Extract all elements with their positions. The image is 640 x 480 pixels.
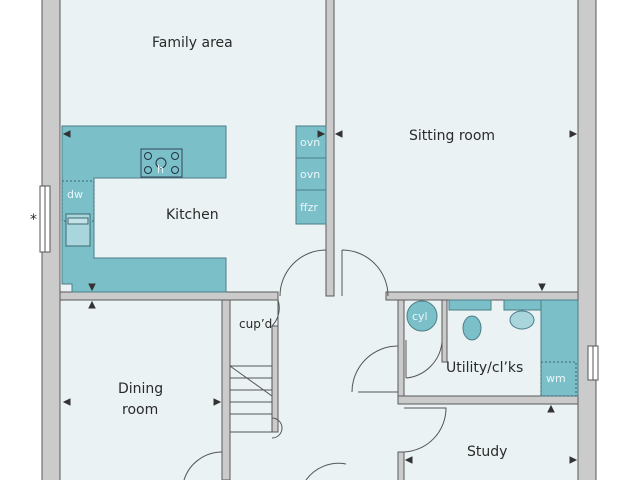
basin-counter [503,299,543,311]
door-dining [183,451,223,480]
fridge-freezer-label: ffzr [300,201,318,214]
wall-dining-right [221,299,231,480]
wall-utility-bottom [397,395,579,405]
door-utility [351,345,399,393]
wall-sitting-bottom [385,291,579,301]
oven-2 [295,157,327,191]
room-label-kitchen: Kitchen [166,207,219,223]
oven-1 [295,125,327,159]
wall-utility-left [397,299,405,401]
oven-2-label: ovn [300,168,320,181]
washing-machine-label: wm [546,372,566,385]
wall-study-left [397,451,405,480]
room-label-dining-line1: Dining [118,381,163,397]
door-kitchen [279,249,327,297]
room-label-dining-line2: room [122,402,158,418]
hob [140,148,183,178]
room-label-sitting-room: Sitting room [409,128,495,144]
cylinder [406,300,438,332]
door-sitting [341,249,389,297]
kitchen-counter [61,125,227,293]
toilet [462,315,482,341]
wall-cupd-right [271,325,279,433]
room-label-study: Study [467,444,507,460]
hob-label: h [157,163,164,176]
outer-wall-right [577,0,597,480]
window-asterisk: * [30,212,37,228]
wall-kitchen-bottom [59,291,279,301]
door-cupd [271,299,280,327]
oven-1-label: ovn [300,136,320,149]
washing-machine [540,361,577,397]
wall-kitchen-sitting [325,0,335,297]
staircase [229,365,283,439]
wall-cyl-cupboard [441,299,448,363]
room-label-utility: Utility/cl’ks [446,360,523,376]
cylinder-label: cyl [412,310,428,323]
door-front [305,462,347,480]
door-study [403,407,447,453]
room-label-family-area: Family area [152,35,233,51]
toilet-cistern [448,299,492,311]
dimension-arrows [62,130,578,464]
fridge-freezer [295,189,327,225]
door-cylinder [405,340,443,379]
dishwasher-label: dw [67,188,83,201]
basin [509,310,535,330]
room-label-cupboard: cup’d [239,317,272,331]
